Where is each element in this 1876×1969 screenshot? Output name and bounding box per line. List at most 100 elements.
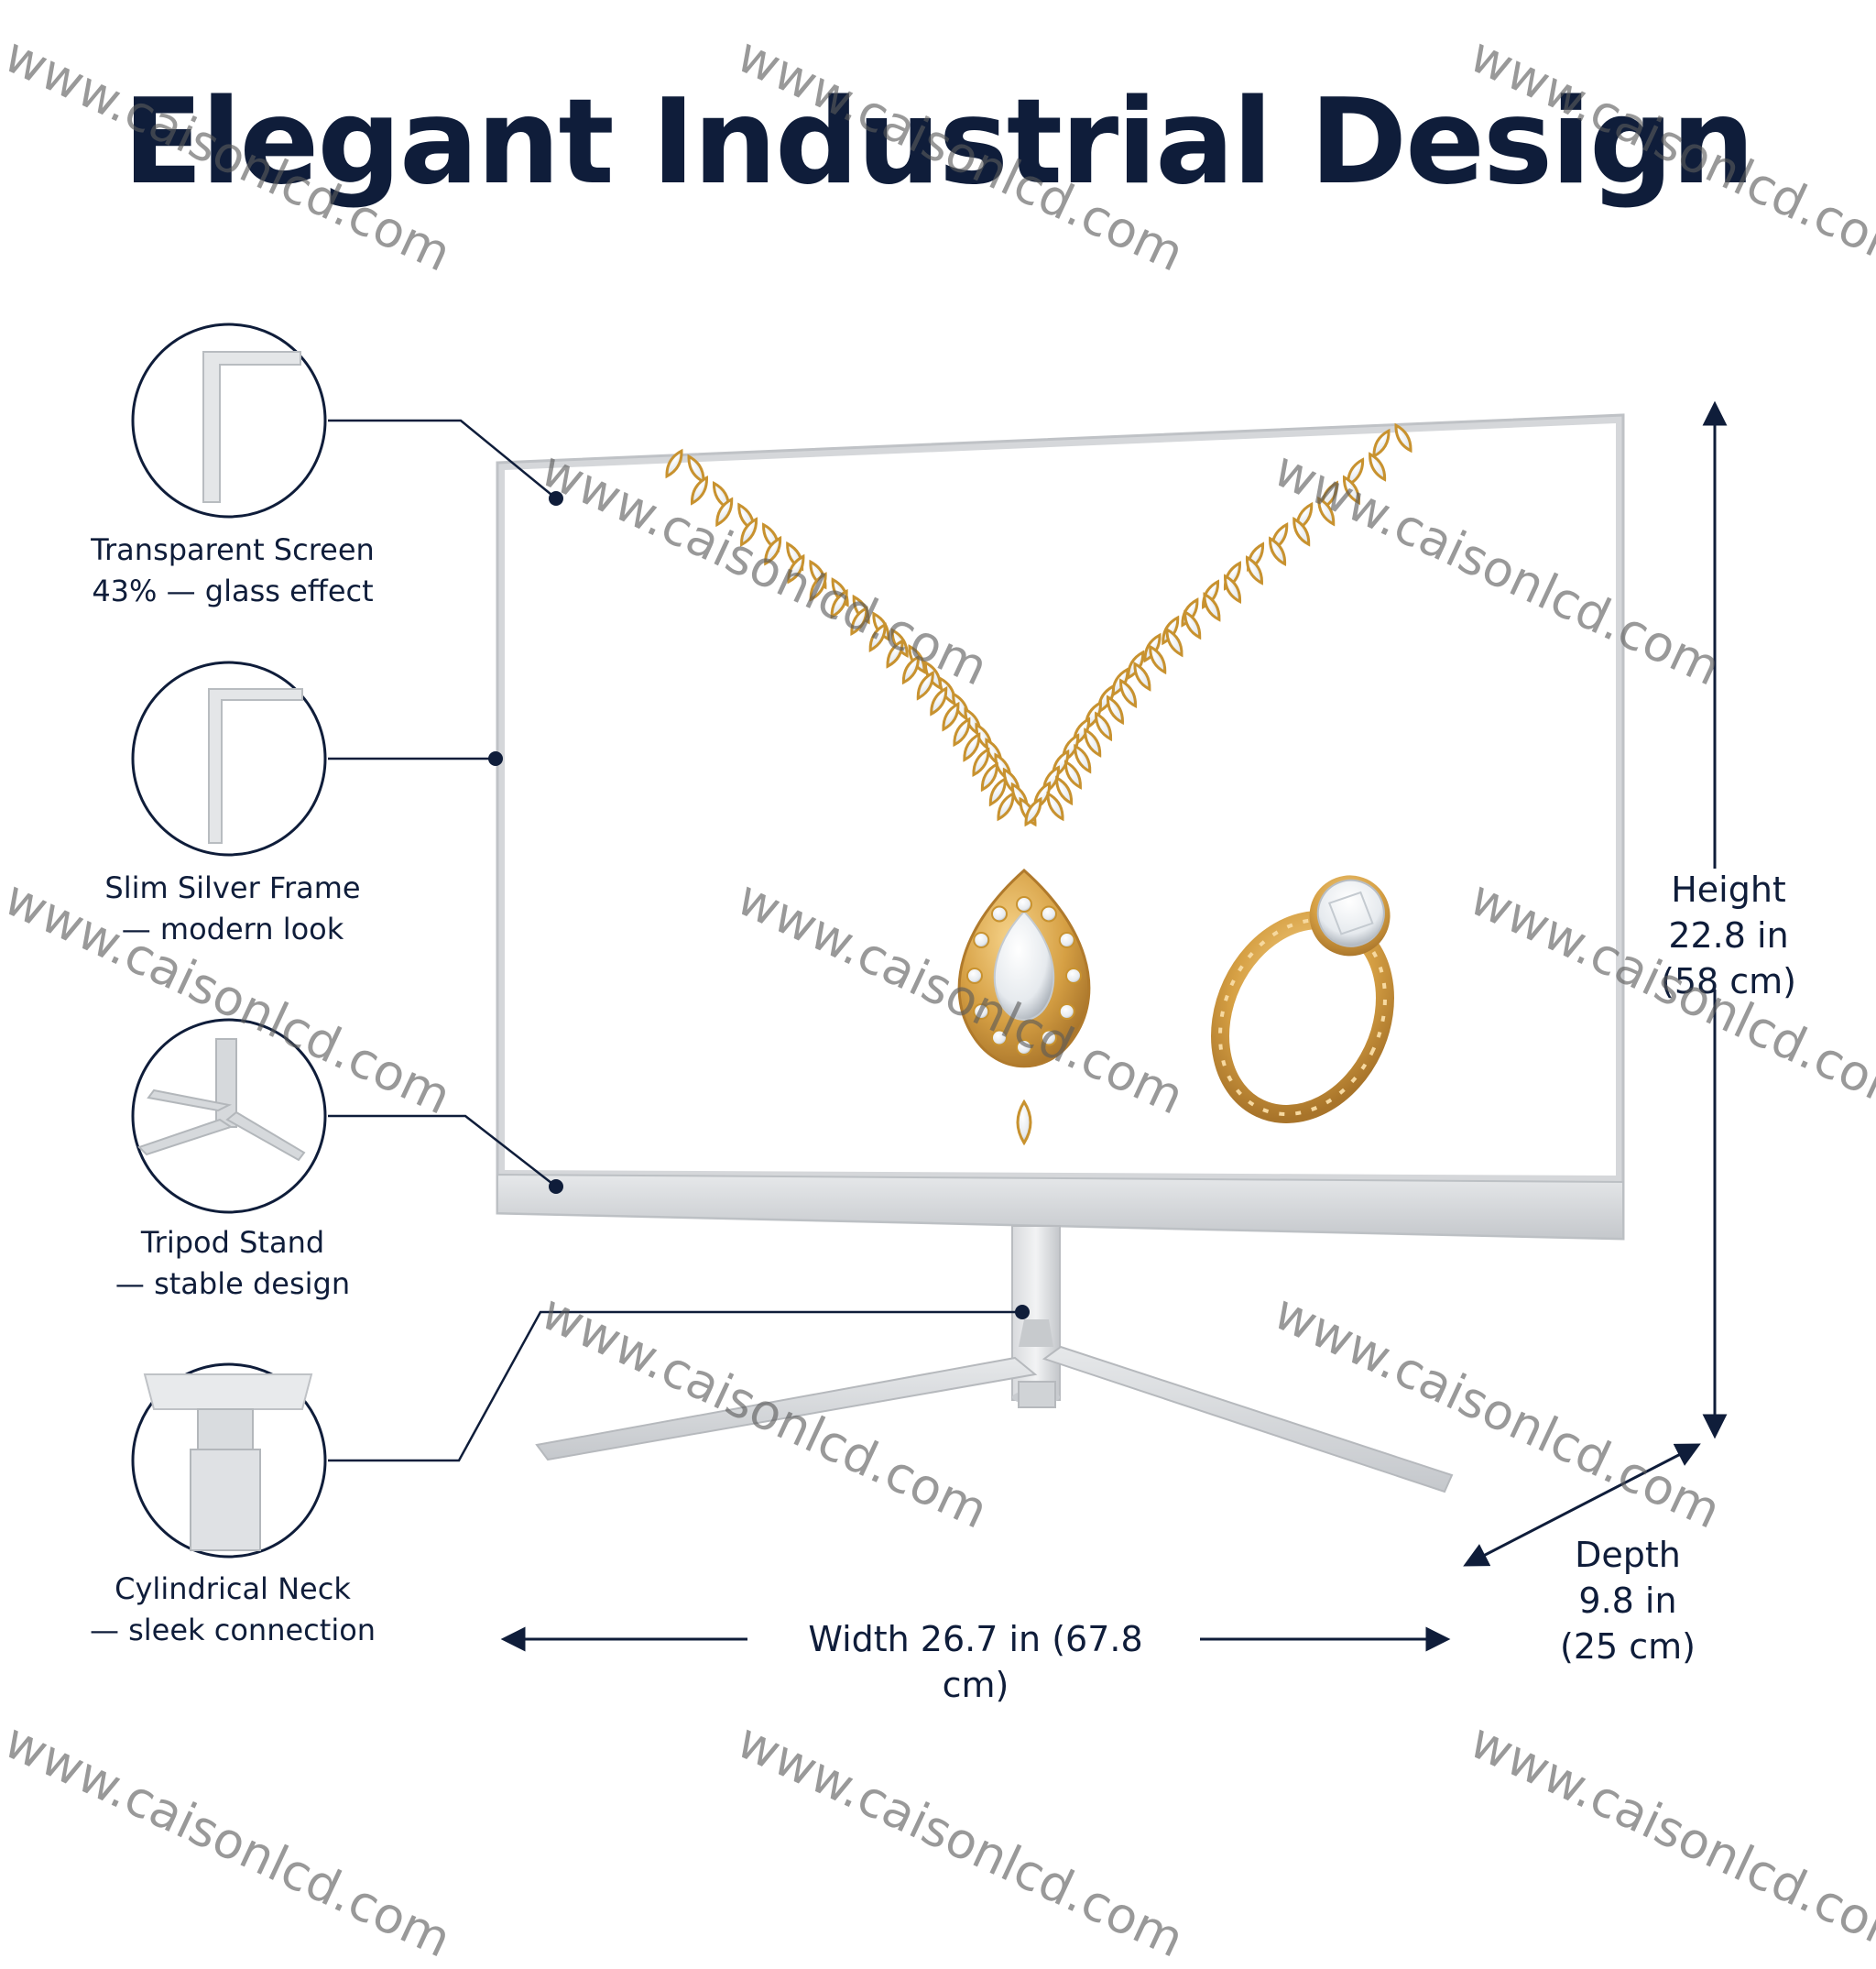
necklace-stone xyxy=(1224,574,1242,605)
stand-leg-left xyxy=(535,1356,1038,1461)
depth-label: Depth 9.8 in (25 cm) xyxy=(1522,1532,1733,1669)
pendant-stone xyxy=(991,1029,1008,1046)
pendant-stone xyxy=(973,932,990,948)
height-metric: (58 cm) xyxy=(1661,961,1796,1001)
callout-dot-neck xyxy=(1015,1305,1030,1319)
necklace-stone xyxy=(1269,536,1287,567)
tripod-stand-icon xyxy=(131,1018,327,1214)
pendant-diamond xyxy=(993,910,1055,1021)
depth-arrow xyxy=(1463,1443,1701,1567)
necklace-illustration xyxy=(665,422,1412,1146)
feature-subtitle: — stable design xyxy=(115,1266,351,1301)
necklace-stone xyxy=(942,701,960,732)
pendant-stone xyxy=(1016,896,1032,913)
necklace-stone xyxy=(1133,662,1151,692)
stand-leg-back xyxy=(1019,1319,1053,1347)
monitor-bottom-bezel xyxy=(496,1173,1624,1241)
necklace-stone xyxy=(1119,678,1138,709)
necklace-stone xyxy=(787,553,805,585)
necklace-stone xyxy=(809,572,827,602)
feature-subtitle: 43% — glass effect xyxy=(92,574,374,608)
feature-label-transparent-screen: Transparent Screen 43% — glass effect xyxy=(31,530,434,612)
monitor-stand xyxy=(535,1225,1454,1493)
necklace-stone xyxy=(1084,727,1102,758)
necklace-stone xyxy=(1342,475,1360,506)
necklace-stone xyxy=(963,732,981,762)
necklace-stone xyxy=(1203,592,1221,622)
callout-dots xyxy=(488,491,1030,1319)
callout-line-neck xyxy=(328,1310,1022,1462)
necklace-stone xyxy=(972,747,990,778)
necklace-stone xyxy=(1055,775,1074,806)
callout-dot-screen xyxy=(549,491,563,506)
feature-subtitle: — modern look xyxy=(121,912,344,946)
necklace-stone xyxy=(1106,695,1124,726)
feature-title: Transparent Screen xyxy=(91,532,375,567)
frame-edge-icon xyxy=(131,661,327,857)
necklace-stone xyxy=(953,716,971,748)
feature-label-tripod-stand: Tripod Stand — stable design xyxy=(31,1222,434,1305)
ring-diamond xyxy=(1316,879,1385,947)
necklace-stone xyxy=(1245,555,1263,585)
feature-label-cylindrical-neck: Cylindrical Neck — sleek connection xyxy=(31,1569,434,1651)
depth-metric: (25 cm) xyxy=(1560,1626,1696,1667)
necklace-stone xyxy=(1063,760,1082,790)
pendant-stone xyxy=(1065,968,1082,984)
necklace-stone xyxy=(764,535,782,566)
necklace-stone xyxy=(690,475,708,506)
necklace-stone xyxy=(740,517,758,547)
pendant-stone xyxy=(973,1003,990,1020)
necklace-stone xyxy=(901,654,920,685)
product-diagram xyxy=(131,323,1728,1652)
pendant-stone xyxy=(1041,1029,1057,1046)
necklace-stone xyxy=(1095,711,1113,742)
necklace-stone xyxy=(988,776,1007,807)
necklace-stone xyxy=(1183,609,1202,640)
transparent-screen xyxy=(505,423,1616,1176)
pendant-stone xyxy=(966,968,983,984)
necklace-stone xyxy=(916,670,934,701)
necklace-stone xyxy=(665,448,683,479)
callout-line-screen xyxy=(328,419,557,499)
page-title: Elegant Industrial Design xyxy=(123,74,1755,211)
depth-title: Depth xyxy=(1575,1535,1681,1575)
stand-hub xyxy=(1018,1381,1056,1408)
height-title: Height xyxy=(1671,870,1786,910)
necklace-stone xyxy=(1149,644,1167,675)
necklace-stone xyxy=(850,606,868,636)
callout-dot-tripod xyxy=(549,1179,563,1194)
callout-line-tripod xyxy=(328,1114,557,1187)
necklace-stone xyxy=(1292,517,1311,547)
feature-title: Cylindrical Neck xyxy=(115,1571,351,1606)
necklace-stone xyxy=(886,639,904,669)
necklace-stone xyxy=(1317,496,1336,527)
necklace-stone xyxy=(1046,791,1064,822)
pendant-stone xyxy=(1058,932,1075,948)
pendant-stone xyxy=(991,905,1008,923)
pendant-stone xyxy=(1058,1003,1075,1020)
stand-leg-right xyxy=(1042,1345,1454,1493)
monitor xyxy=(496,413,1625,1241)
width-label: Width 26.7 in (67.8 cm) xyxy=(808,1619,1143,1705)
height-imperial: 22.8 in xyxy=(1668,915,1789,956)
necklace-stone xyxy=(868,622,887,653)
callout-lines xyxy=(328,419,1022,1462)
cylindrical-neck-icon xyxy=(131,1362,327,1559)
necklace-stone xyxy=(1394,422,1412,454)
necklace-stone xyxy=(997,791,1015,822)
height-label: Height 22.8 in (58 cm) xyxy=(1623,867,1834,1004)
necklace-stone xyxy=(830,588,848,619)
pendant-stone xyxy=(1016,1039,1032,1056)
necklace-stone xyxy=(1024,796,1042,827)
necklace-stone xyxy=(1165,627,1183,658)
necklace-stone xyxy=(1016,1099,1032,1146)
necklace-stone xyxy=(980,761,998,793)
necklace-stone xyxy=(1074,743,1092,774)
pendant-stone xyxy=(1041,905,1057,923)
ring-illustration xyxy=(1211,875,1394,1123)
feature-title: Slim Silver Frame xyxy=(104,870,361,905)
depth-imperial: 9.8 in xyxy=(1578,1581,1677,1621)
feature-title: Tripod Stand xyxy=(140,1225,325,1260)
necklace-stone xyxy=(1369,452,1387,482)
necklace-stone xyxy=(930,686,948,716)
